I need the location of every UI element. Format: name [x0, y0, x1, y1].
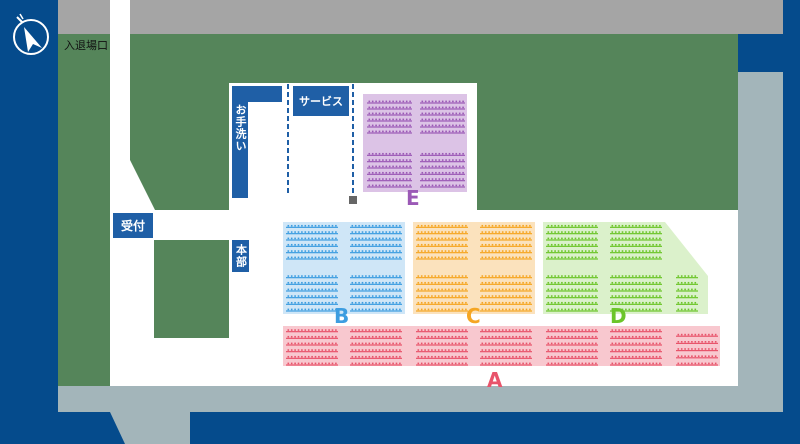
section-a-area	[283, 326, 720, 366]
seat-block	[350, 329, 402, 366]
section-e-area	[363, 94, 467, 192]
seat-blocks	[286, 100, 718, 366]
section-letter-b: B	[334, 304, 350, 328]
seat-block	[286, 329, 338, 366]
seat-block	[367, 100, 412, 134]
right-road	[738, 72, 783, 412]
entrance-path	[110, 0, 155, 210]
seat-block	[610, 224, 662, 260]
entrance-label: 入退場口	[64, 39, 108, 52]
reception-label: 受付	[120, 219, 145, 233]
seat-block	[546, 275, 598, 312]
seat-block	[416, 329, 468, 366]
section-c-area	[413, 222, 535, 314]
seat-block	[546, 224, 598, 260]
seat-block	[676, 333, 718, 366]
seat-block	[676, 275, 698, 312]
top-road	[58, 0, 783, 34]
seat-block	[480, 275, 532, 312]
section-letter-d: D	[610, 304, 627, 328]
headquarters-label: 本部	[234, 244, 248, 268]
seat-block	[350, 224, 402, 260]
section-letter-c: C	[466, 304, 481, 328]
compass-icon	[13, 13, 49, 55]
headquarters-booth: 本部	[232, 240, 249, 272]
section-letter-a: A	[487, 368, 503, 392]
seat-block	[420, 100, 465, 134]
seat-block	[480, 224, 532, 260]
seat-block	[420, 152, 465, 188]
section-b-area	[283, 222, 405, 314]
seat-block	[610, 275, 662, 312]
seat-block	[350, 275, 402, 312]
restroom-label: お手洗い	[234, 104, 247, 152]
seat-block	[610, 329, 662, 366]
restroom-booth	[232, 86, 282, 198]
seat-block	[546, 329, 598, 366]
bottom-road	[58, 386, 783, 444]
service-label: サービス	[299, 95, 343, 108]
marker-post	[349, 196, 357, 204]
seat-block	[286, 275, 338, 312]
section-letter-e: E	[406, 186, 420, 210]
reception-booth: 受付	[113, 213, 153, 238]
seat-block	[286, 224, 338, 260]
seat-block	[367, 152, 412, 188]
seat-block	[480, 329, 532, 366]
seat-block	[416, 224, 468, 260]
seat-block	[416, 275, 468, 312]
service-booth: サービス	[293, 86, 349, 116]
left-path	[110, 240, 154, 386]
